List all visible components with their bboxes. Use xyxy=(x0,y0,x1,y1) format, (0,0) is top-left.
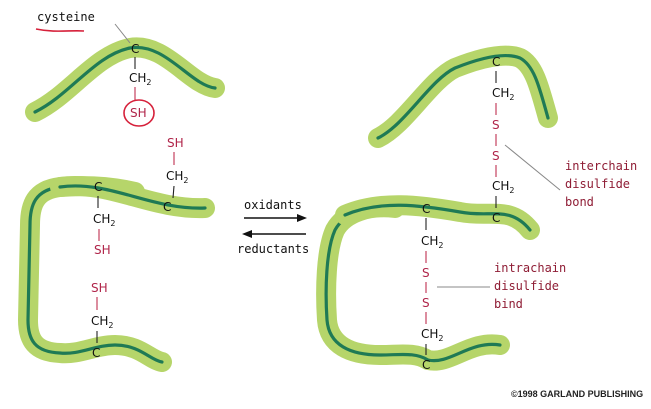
svg-text:CH2: CH2 xyxy=(166,169,189,185)
oxidants-label: oxidants xyxy=(244,198,302,212)
svg-text:SH: SH xyxy=(167,136,184,150)
svg-text:intrachain: intrachain xyxy=(494,261,566,275)
svg-text:S: S xyxy=(492,149,500,163)
svg-text:C: C xyxy=(163,200,171,214)
svg-text:CH2: CH2 xyxy=(492,179,515,195)
svg-text:C: C xyxy=(422,358,430,372)
upper-polypeptide-chain xyxy=(25,37,225,122)
intrachain-disulfide-bridge: C CH2 S S CH2 C xyxy=(421,202,444,372)
svg-text:disulfide: disulfide xyxy=(565,177,630,191)
svg-text:bond: bond xyxy=(565,195,594,209)
svg-text:CH2: CH2 xyxy=(492,86,515,102)
cysteine-label: cysteine xyxy=(35,10,131,44)
svg-text:disulfide: disulfide xyxy=(494,279,559,293)
cysteine-leader-line xyxy=(114,23,131,44)
lower-polypeptide-chain xyxy=(18,176,215,372)
svg-text:CH2: CH2 xyxy=(421,327,444,343)
svg-text:C: C xyxy=(94,180,102,194)
reverse-arrowhead xyxy=(242,230,252,238)
svg-text:CH2: CH2 xyxy=(91,314,114,330)
svg-text:SH: SH xyxy=(91,281,108,295)
intrachain-annotation: intrachain disulfide bind xyxy=(437,261,566,311)
oxidized-state-panel: C CH2 S S CH2 C C CH2 S S CH2 C xyxy=(316,45,637,372)
svg-text:CH2: CH2 xyxy=(93,212,116,228)
svg-text:cysteine: cysteine xyxy=(37,10,95,24)
upper-cysteine-residue: C CH2 SH xyxy=(123,42,155,127)
copyright-notice: ©1998 GARLAND PUBLISHING xyxy=(511,389,643,399)
svg-text:S: S xyxy=(422,296,430,310)
svg-text:SH: SH xyxy=(94,243,111,257)
svg-text:S: S xyxy=(422,266,430,280)
hand-underline-annotation xyxy=(35,28,85,32)
lower-cysteine-bottom: SH CH2 C xyxy=(91,281,114,360)
upper-polypeptide-chain-oxidized xyxy=(368,45,558,148)
svg-text:C: C xyxy=(131,42,139,56)
reduced-state-panel: cysteine C CH2 SH SH CH2 C C CH2 SH xyxy=(18,10,225,372)
reaction-arrows: oxidants reductants xyxy=(237,198,309,256)
svg-text:CH2: CH2 xyxy=(421,234,444,250)
thiol-group: SH xyxy=(130,106,147,120)
forward-arrowhead xyxy=(297,214,307,222)
svg-text:bind: bind xyxy=(494,297,523,311)
lower-polypeptide-chain-oxidized xyxy=(316,195,540,371)
interchain-disulfide-bridge: C CH2 S S CH2 C xyxy=(492,55,515,225)
svg-text:C: C xyxy=(492,55,500,69)
hand-circle-annotation xyxy=(123,99,155,127)
interchain-annotation: interchain disulfide bond xyxy=(504,144,637,209)
svg-text:C: C xyxy=(92,346,100,360)
svg-text:C: C xyxy=(422,202,430,216)
svg-text:C: C xyxy=(492,211,500,225)
reductants-label: reductants xyxy=(237,242,309,256)
svg-text:S: S xyxy=(492,118,500,132)
lower-cysteine-middle: C CH2 SH xyxy=(93,180,116,257)
svg-text:interchain: interchain xyxy=(565,159,637,173)
lower-cysteine-right: SH CH2 C xyxy=(163,136,189,214)
svg-text:CH2: CH2 xyxy=(129,71,152,87)
